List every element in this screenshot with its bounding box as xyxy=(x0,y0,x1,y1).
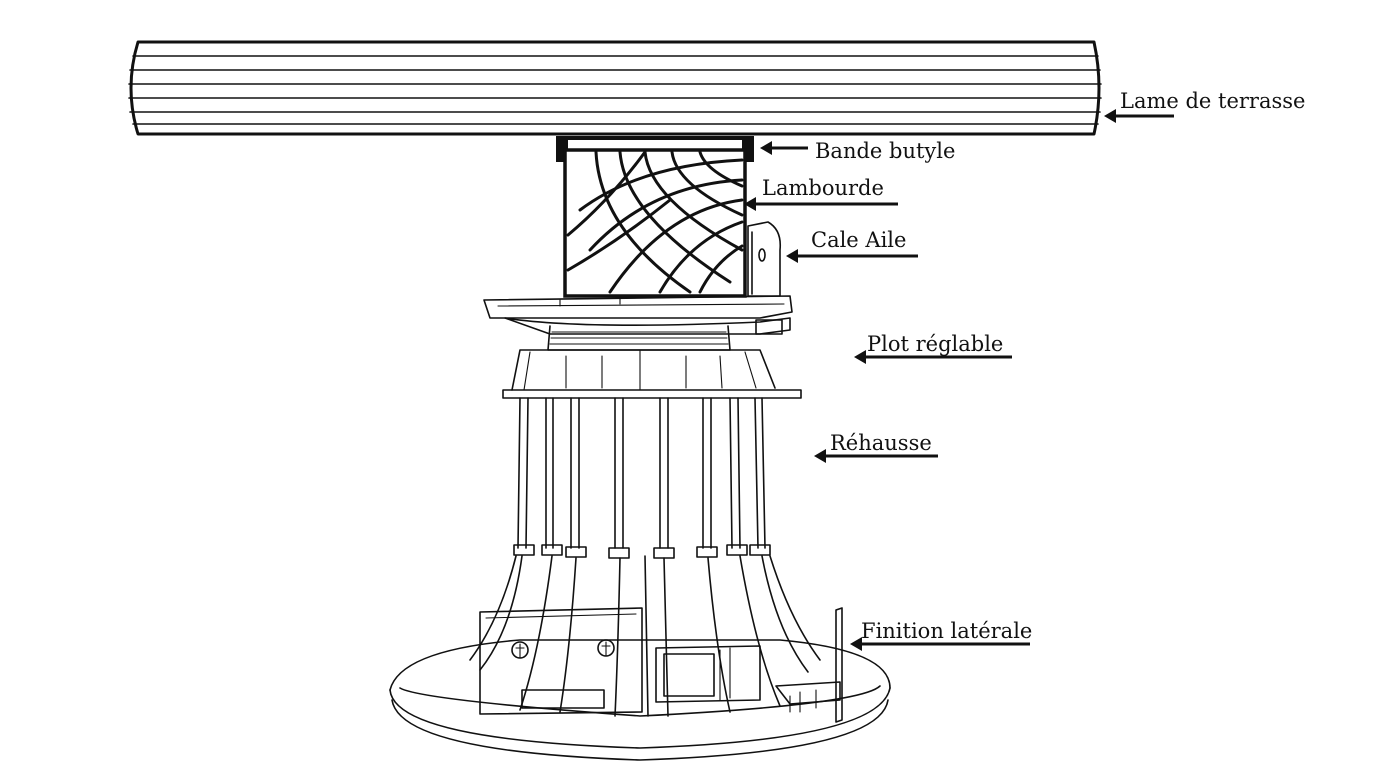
arrow-finition xyxy=(850,637,1030,651)
label-cale-aile: Cale Aile xyxy=(811,228,907,252)
label-plot-reglable: Plot réglable xyxy=(867,332,1004,356)
deck-board xyxy=(128,40,1102,136)
arrow-lambourde xyxy=(744,197,898,211)
arrow-lame xyxy=(1104,109,1174,123)
arrow-bande xyxy=(760,141,808,155)
label-finition-laterale: Finition latérale xyxy=(861,619,1033,643)
adjustable-pedestal xyxy=(483,295,802,399)
arrow-cale xyxy=(786,249,918,263)
arrow-rehausse xyxy=(814,449,938,463)
pedestal-base xyxy=(389,555,891,761)
label-rehausse: Réhausse xyxy=(830,431,932,455)
side-finish xyxy=(835,607,843,723)
label-lame-de-terrasse: Lame de terrasse xyxy=(1120,89,1306,113)
label-bande-butyle: Bande butyle xyxy=(815,139,956,163)
wing-shim xyxy=(747,221,782,297)
arrow-plot xyxy=(854,350,1012,364)
joist xyxy=(563,148,747,298)
label-lambourde: Lambourde xyxy=(762,176,884,200)
extension xyxy=(513,397,771,559)
